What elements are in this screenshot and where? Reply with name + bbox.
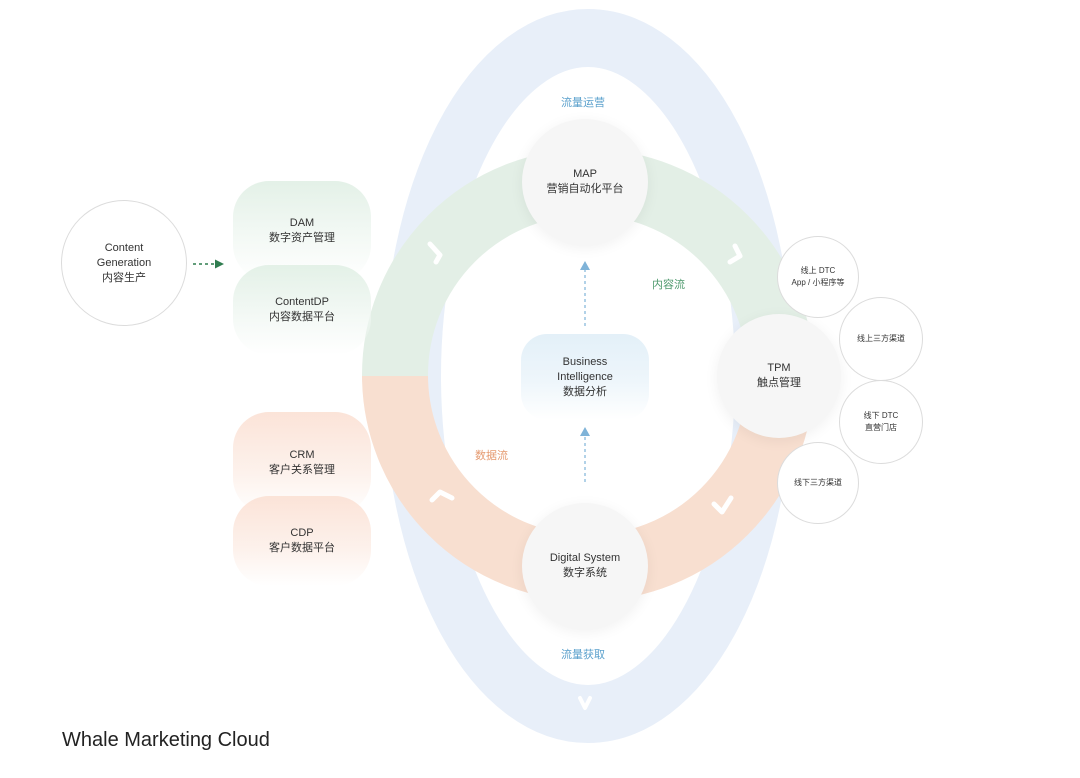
content-flow-chevron-left xyxy=(427,241,443,265)
cdp-subtitle: 客户数据平台 xyxy=(269,542,335,554)
tpm-node: TPM 触点管理 xyxy=(717,314,841,438)
traffic-flow-chevron-bottom xyxy=(578,696,592,710)
crm-title: CRM xyxy=(289,449,315,461)
content-generation-line2: Generation xyxy=(96,256,152,269)
contentdp-node: ContentDP 内容数据平台 xyxy=(233,265,371,355)
map-subtitle: 营销自动化平台 xyxy=(546,183,624,195)
arrow-digital-to-bi-head xyxy=(580,427,590,436)
map-title: MAP xyxy=(573,168,597,180)
dam-title: DAM xyxy=(289,217,315,229)
contentdp-title: ContentDP xyxy=(275,296,329,308)
content-generation-line3: 内容生产 xyxy=(102,271,146,284)
dam-node: DAM 数字资产管理 xyxy=(233,181,371,281)
traffic-acquisition-label: 流量获取 xyxy=(561,649,605,661)
content-flow-chevron-right xyxy=(727,243,743,265)
brand-title: Whale Marketing Cloud xyxy=(62,729,270,751)
data-flow-label: 数据流 xyxy=(475,450,508,462)
offline-dtc-line1: 线下 DTC xyxy=(863,411,899,420)
digital-system-node: Digital System 数字系统 xyxy=(522,503,648,629)
contentdp-subtitle: 内容数据平台 xyxy=(269,311,335,323)
online-dtc-line2: App / 小程序等 xyxy=(791,278,845,287)
dam-subtitle: 数字资产管理 xyxy=(269,232,335,244)
arrow-bi-to-map-head xyxy=(580,261,590,270)
touchpoint-offline-third: 线下三方渠道 xyxy=(777,442,859,524)
tpm-title: TPM xyxy=(767,362,791,374)
arrow-content-to-dam-head xyxy=(215,259,224,269)
offline-third-line1: 线下三方渠道 xyxy=(794,478,842,487)
traffic-ops-label: 流量运营 xyxy=(561,97,605,109)
data-flow-chevron-left xyxy=(429,489,455,503)
touchpoint-online-third: 线上三方渠道 xyxy=(839,297,923,381)
touchpoint-offline-dtc: 线下 DTC 直营门店 xyxy=(839,380,923,464)
digital-system-title: Digital System xyxy=(549,552,621,564)
bi-line1: Business xyxy=(562,355,608,368)
cdp-node: CDP 客户数据平台 xyxy=(233,496,371,586)
map-node: MAP 营销自动化平台 xyxy=(522,119,648,245)
bi-node: Business Intelligence 数据分析 xyxy=(521,334,649,420)
touchpoint-online-dtc: 线上 DTC App / 小程序等 xyxy=(777,236,859,318)
online-dtc-line1: 线上 DTC xyxy=(800,266,836,275)
offline-dtc-line2: 直营门店 xyxy=(865,423,897,432)
crm-subtitle: 客户关系管理 xyxy=(269,464,335,476)
online-third-line1: 线上三方渠道 xyxy=(857,334,905,343)
content-generation-node: Content Generation 内容生产 xyxy=(61,200,187,326)
digital-system-subtitle: 数字系统 xyxy=(563,567,607,579)
cdp-title: CDP xyxy=(290,527,314,539)
bi-line2: Intelligence xyxy=(557,370,613,383)
data-flow-chevron-right xyxy=(711,495,734,515)
tpm-subtitle: 触点管理 xyxy=(757,377,801,389)
bi-line3: 数据分析 xyxy=(563,385,607,398)
content-generation-line1: Content xyxy=(104,241,144,254)
content-flow-label: 内容流 xyxy=(652,279,685,291)
